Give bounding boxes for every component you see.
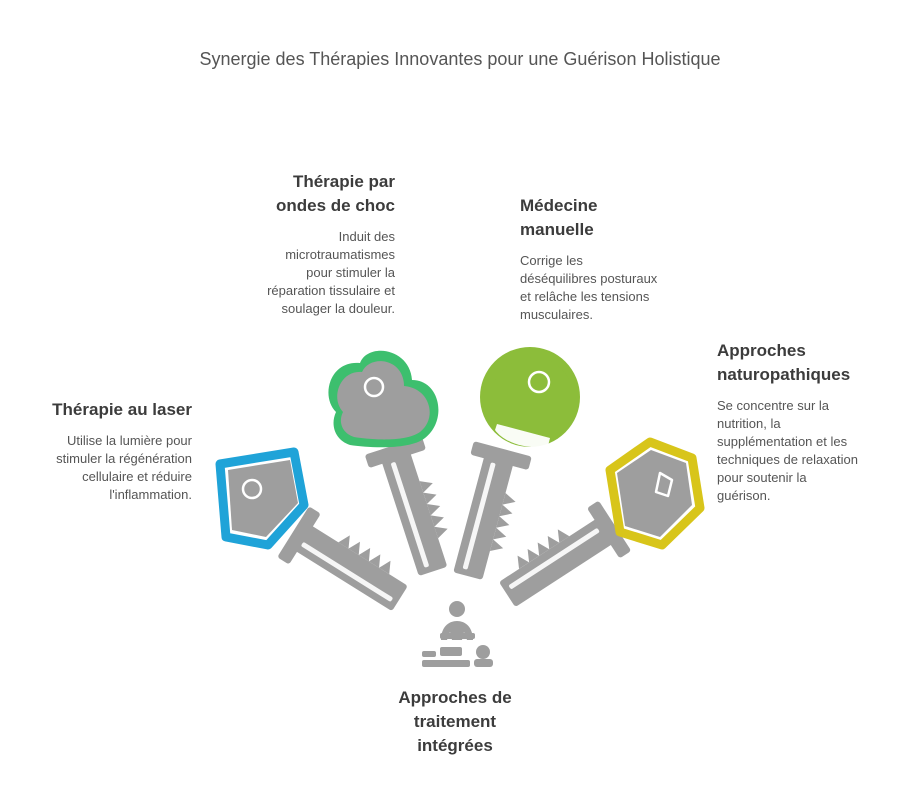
integrated-approaches-title: Approches de traitement intégrées: [398, 688, 512, 755]
manual-medicine-key-head: [480, 347, 580, 448]
shockwave-key-shaft: [381, 449, 448, 576]
shockwave-therapy-description: Induit des microtraumatismes pour stimul…: [267, 229, 395, 316]
shockwave-key-collar: [365, 437, 426, 468]
naturopathic-key-collar: [588, 501, 631, 558]
naturopathic-key-shaft: [500, 517, 615, 606]
laser-therapy-description: Utilise la lumière pour stimuler la régé…: [56, 433, 192, 502]
naturopathic-approaches-title: Approches naturopathiques: [717, 341, 851, 384]
laser-key: [278, 507, 407, 611]
manual-medicine-key: [453, 441, 532, 580]
naturopathic-approaches-block: Approches naturopathiques Se concentre s…: [717, 339, 907, 505]
manual-medicine-title: Médecine manuelle: [520, 196, 598, 239]
integrated-approaches-block: Approches de traitement intégrées: [370, 686, 540, 758]
shockwave-therapy-title: Thérapie par ondes de choc: [275, 172, 395, 215]
manual-medicine-block: Médecine manuelle Corrige les déséquilib…: [520, 194, 705, 324]
laser-therapy-block: Thérapie au laser Utilise la lumière pou…: [20, 398, 192, 504]
shockwave-key: [365, 437, 448, 576]
shockwave-therapy-block: Thérapie par ondes de choc Induit des mi…: [215, 170, 395, 318]
naturopathic-key: [500, 501, 631, 606]
diagram-title: Synergie des Thérapies Innovantes pour u…: [199, 49, 721, 69]
massage-therapy-icon: [422, 601, 493, 667]
shockwave-key-head: [328, 350, 439, 448]
manual-medicine-key-collar: [470, 441, 532, 470]
naturopathic-key-head: [605, 437, 705, 550]
naturopathic-approaches-description: Se concentre sur la nutrition, la supplé…: [717, 398, 858, 503]
laser-therapy-title: Thérapie au laser: [52, 400, 192, 419]
manual-medicine-description: Corrige les déséquilibres posturaux et r…: [520, 253, 658, 322]
laser-key-head: [215, 447, 309, 550]
laser-key-collar: [278, 507, 320, 564]
laser-key-shaft: [291, 523, 407, 611]
manual-medicine-key-shaft: [453, 453, 516, 580]
